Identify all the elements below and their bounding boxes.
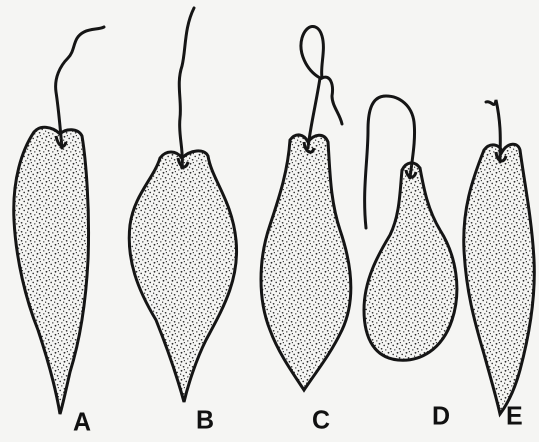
cell-b-body (129, 151, 236, 402)
cell-d-body (364, 163, 457, 360)
cell-a (14, 27, 104, 414)
cell-a-body (14, 127, 89, 414)
cell-label-c: C (312, 407, 330, 433)
cell-b-flagellum (179, 8, 194, 168)
cell-d (364, 96, 457, 360)
cell-label-e: E (506, 403, 523, 429)
cell-c (261, 26, 351, 390)
cell-label-a: A (73, 409, 91, 435)
cell-e-body (464, 144, 535, 414)
cell-c-body (261, 135, 351, 390)
cell-label-b: B (196, 407, 214, 433)
cell-a-flagellum (56, 27, 104, 148)
cell-c-flagellum (301, 26, 342, 148)
cell-label-d: D (432, 403, 450, 429)
cell-e (464, 100, 535, 414)
cell-b (129, 8, 236, 402)
